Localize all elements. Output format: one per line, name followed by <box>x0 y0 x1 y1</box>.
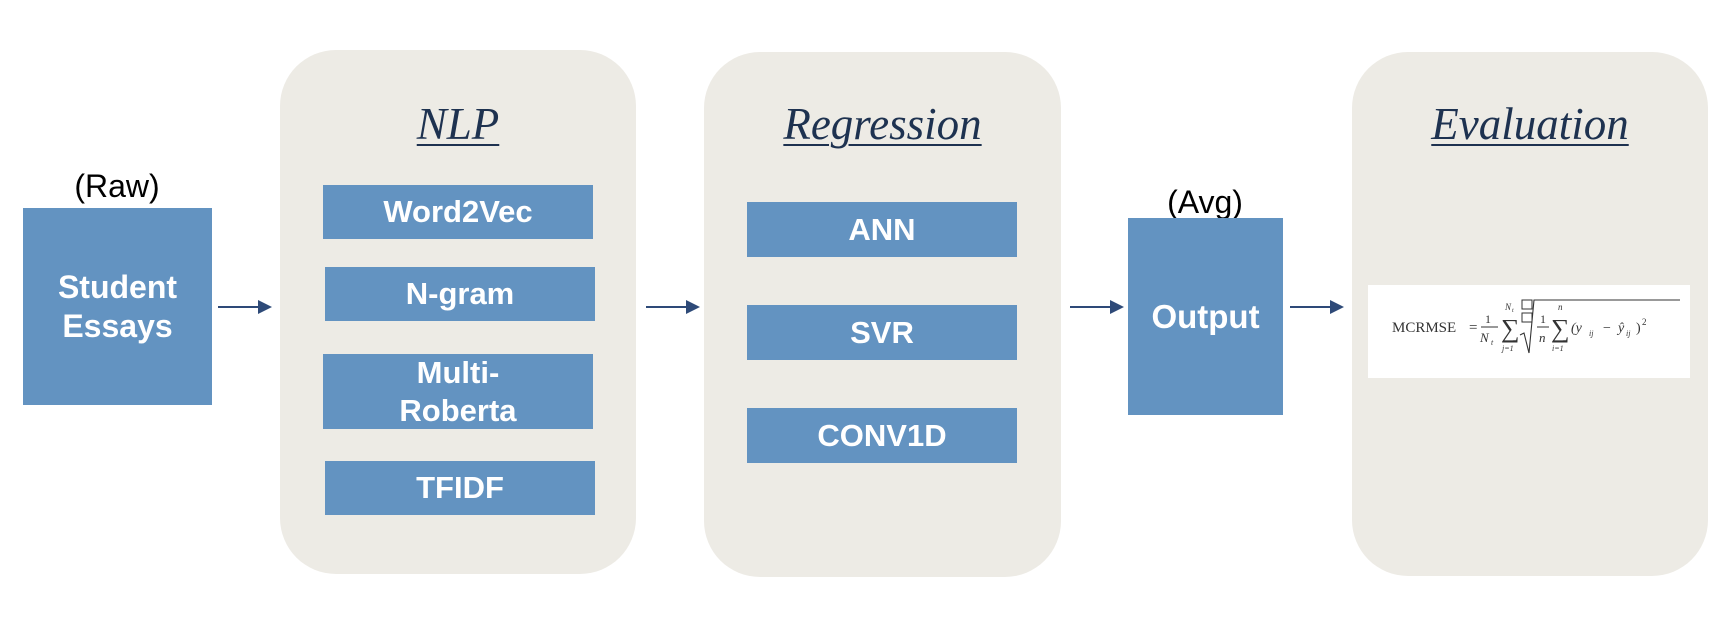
nlp-item-multi-roberta: Multi-Roberta <box>323 354 593 429</box>
formula-yhat: ŷ <box>1616 321 1625 336</box>
formula-lhs: MCRMSE <box>1392 320 1456 336</box>
regression-item-label: CONV1D <box>817 417 947 453</box>
mcrmse-formula: MCRMSE = 1 N t ∑ N t j=1 1 n ∑ n i=1 (y … <box>1368 285 1690 378</box>
formula-minus: − <box>1603 321 1611 336</box>
output-label: Output <box>1151 297 1260 335</box>
nlp-item-label: Word2Vec <box>383 194 533 230</box>
formula-inner-n: n <box>1539 330 1546 345</box>
formula-term-sub: ij <box>1589 329 1594 338</box>
regression-title: Regression <box>783 99 982 149</box>
nlp-title: NLP <box>416 99 500 149</box>
student-essays-label: Student Essays <box>57 269 178 344</box>
raw-note: (Raw) <box>74 168 160 204</box>
regression-item-ann: ANN <box>747 202 1017 257</box>
formula-one: 1 <box>1485 312 1491 326</box>
output-box: Output <box>1128 218 1283 415</box>
formula-sum2-upper: n <box>1558 302 1563 312</box>
arrow-output-to-evaluation <box>1290 300 1344 314</box>
formula-sum-i: ∑ <box>1551 314 1570 343</box>
regression-item-svr: SVR <box>747 305 1017 360</box>
student-essays-box: Student Essays <box>23 208 212 405</box>
nlp-item-label: Multi-Roberta <box>399 355 517 428</box>
regression-item-label: SVR <box>850 314 914 350</box>
formula-yhat-sub: ij <box>1626 329 1631 338</box>
arrow-regression-to-output <box>1070 300 1124 314</box>
regression-item-label: ANN <box>848 211 916 247</box>
formula-nt-sub: t <box>1491 338 1494 347</box>
formula-equals: = <box>1469 320 1477 336</box>
evaluation-title: Evaluation <box>1431 99 1629 149</box>
formula-sum-j: ∑ <box>1501 314 1520 343</box>
nlp-item-label: TFIDF <box>416 470 504 506</box>
formula-sum2-lower: i=1 <box>1552 344 1564 353</box>
formula-sum-upper: N <box>1504 302 1512 312</box>
formula-sum-upper-sub: t <box>1512 308 1514 314</box>
formula-term: (y <box>1571 321 1583 336</box>
nlp-item-label: N-gram <box>405 276 515 312</box>
formula-sum-lower: j=1 <box>1501 344 1514 353</box>
arrow-input-to-nlp <box>218 300 272 314</box>
nlp-item-ngram: N-gram <box>325 267 595 321</box>
arrow-nlp-to-regression <box>646 300 700 314</box>
formula-nt: N <box>1479 330 1490 345</box>
nlp-item-word2vec: Word2Vec <box>323 185 593 239</box>
formula-svg: MCRMSE = 1 N t ∑ N t j=1 1 n ∑ n i=1 (y … <box>1392 299 1680 354</box>
regression-item-conv1d: CONV1D <box>747 408 1017 463</box>
formula-inner-one: 1 <box>1540 312 1546 326</box>
formula-close: ) <box>1636 321 1641 336</box>
nlp-item-tfidf: TFIDF <box>325 461 595 515</box>
avg-note: (Avg) <box>1167 184 1243 220</box>
formula-power: 2 <box>1642 317 1647 327</box>
